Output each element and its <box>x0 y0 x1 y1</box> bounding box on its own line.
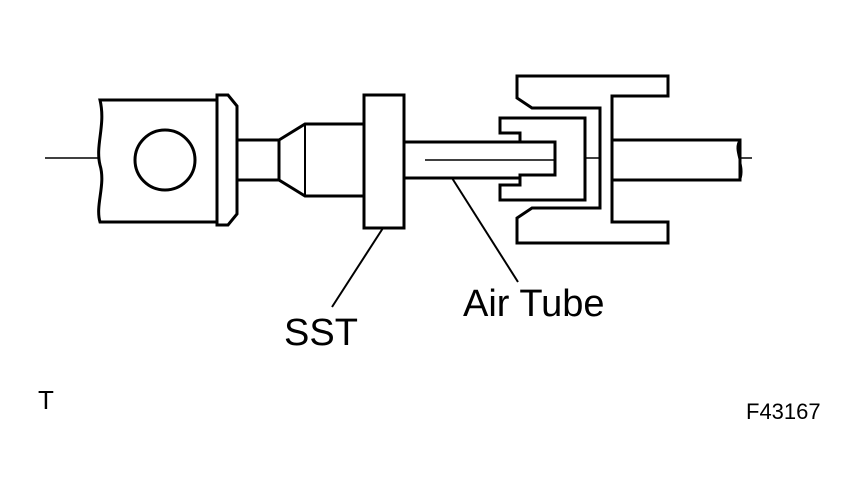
tapered-fitting <box>277 122 366 198</box>
sst-block <box>362 93 406 230</box>
sst-label: SST <box>284 312 358 354</box>
air-tube-leader-line <box>451 177 519 283</box>
right-shaft <box>610 138 742 182</box>
shaft-small <box>235 138 281 182</box>
right-shaft-break <box>736 139 743 181</box>
inner-clamp <box>498 116 587 202</box>
figure-code-label: F43167 <box>746 399 821 424</box>
outer-bracket <box>515 74 670 245</box>
left-body-hole <box>133 128 197 192</box>
air-tube-label: Air Tube <box>463 283 605 325</box>
sst-leader-line <box>331 227 384 308</box>
left-flange <box>215 93 239 227</box>
corner-mark-label: T <box>38 385 54 415</box>
